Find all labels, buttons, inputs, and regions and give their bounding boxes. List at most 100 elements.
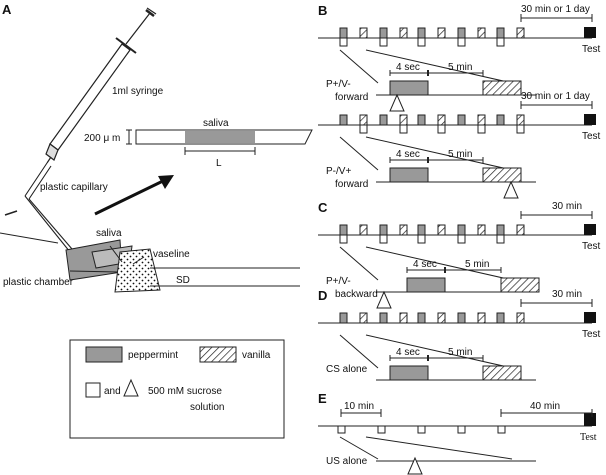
trial-cs-9 [496,114,505,126]
panel-c-letter: C [318,200,328,215]
panel-d-letter: D [318,288,327,303]
trial-us-5 [417,37,426,47]
trial-cs-10 [516,312,525,324]
syringe [45,7,157,164]
trial-us-5 [497,425,506,434]
trial-us-2 [377,425,386,434]
condition-sublabel: forward [335,92,368,103]
trial-cs-2 [359,224,368,236]
zoom-line-right [365,136,513,171]
legend-and-label: and [104,386,121,397]
trial-cs-3 [379,114,388,126]
trial-cs-10 [516,27,525,39]
interval-left-label: 10 min [344,401,374,412]
sucrose-triangle [389,93,405,112]
detail-cs1 [389,365,429,381]
trial-cs-2 [359,27,368,39]
legend-sucrose-label: 500 mM sucrose [148,386,222,397]
detail-cs1 [389,167,429,183]
test-label: Test [582,131,601,142]
capillary-label: plastic capillary [40,182,108,193]
legend: peppermint vanilla and 500 mM sucrose so… [69,339,285,439]
magnify-arrow [94,175,174,216]
capillary-marker [4,210,18,216]
sucrose-triangle [503,180,519,199]
trial-cs-5 [417,224,426,236]
trial-cs-6 [437,114,446,126]
zoom-line-left [339,246,379,281]
capillary-tube [24,162,73,253]
trial-cs-5 [417,312,426,324]
condition-label: P+/V- [326,276,351,287]
trial-cs-9 [496,224,505,236]
test-block [584,224,596,235]
trial-cs-5 [417,114,426,126]
dur4-label: 4 sec [396,347,420,358]
dur5-label: 5 min [448,149,472,160]
trial-us-10 [516,124,525,134]
vaseline-label: vaseline [153,249,190,260]
trial-cs-1 [339,312,348,324]
trial-us-9 [496,37,505,47]
legend-peppermint-swatch [85,346,123,363]
interval-label: 30 min [552,289,582,300]
trial-cs-5 [417,27,426,39]
legend-sucrose-triangle [123,378,139,397]
trial-us-3 [379,234,388,244]
trial-us-4 [399,124,408,134]
trial-us-8 [477,124,486,134]
saliva-bottom-label: saliva [96,228,122,239]
test-block [584,413,596,426]
condition-label: P-/V+ [326,166,351,177]
trial-us-5 [417,234,426,244]
test-label: Test [582,329,601,340]
trial-cs-3 [379,27,388,39]
test-block [584,114,596,125]
trial-us-1 [337,425,346,434]
trial-cs-4 [399,27,408,39]
trial-us-3 [417,425,426,434]
saliva-top-label: saliva [203,118,229,129]
panel-e-letter: E [318,391,327,406]
trial-cs-7 [457,114,466,126]
condition-label: US alone [326,456,368,467]
interval-label: 30 min or 1 day [521,91,590,102]
capillary-detail [126,129,313,155]
test-label: Test [580,432,597,443]
legend-peppermint-label: peppermint [128,350,178,361]
trial-cs-1 [339,27,348,39]
trial-cs-1 [339,224,348,236]
legend-vanilla-label: vanilla [242,350,271,361]
zoom-line-right [365,334,513,369]
dur4-label: 4 sec [396,62,420,73]
panel-a: A 1ml syringe plastic capillary [0,2,313,293]
dur4-label: 4 sec [396,149,420,160]
trial-cs-6 [437,312,446,324]
trial-cs-9 [496,27,505,39]
saliva-segment [185,131,255,143]
trial-cs-2 [359,114,368,126]
trial-us-1 [339,37,348,47]
test-label: Test [582,241,601,252]
trial-cs-8 [477,27,486,39]
dur5-label: 5 min [448,62,472,73]
chamber-label: plastic chamber [3,277,74,288]
trial-cs-4 [399,224,408,236]
panel-b-letter: B [318,3,327,18]
zoom-line-left [339,334,379,369]
trial-cs-4 [399,114,408,126]
dur5-label: 5 min [465,259,489,270]
trial-cs-3 [379,224,388,236]
trial-us-2 [359,124,368,134]
condition-sublabel: backward [335,289,378,300]
condition-label: CS alone [326,364,368,375]
trial-cs-2 [359,312,368,324]
trial-cs-8 [477,224,486,236]
zoom-line-right [365,436,513,460]
detail-cs2 [482,365,522,381]
condition-sublabel: forward [335,179,368,190]
